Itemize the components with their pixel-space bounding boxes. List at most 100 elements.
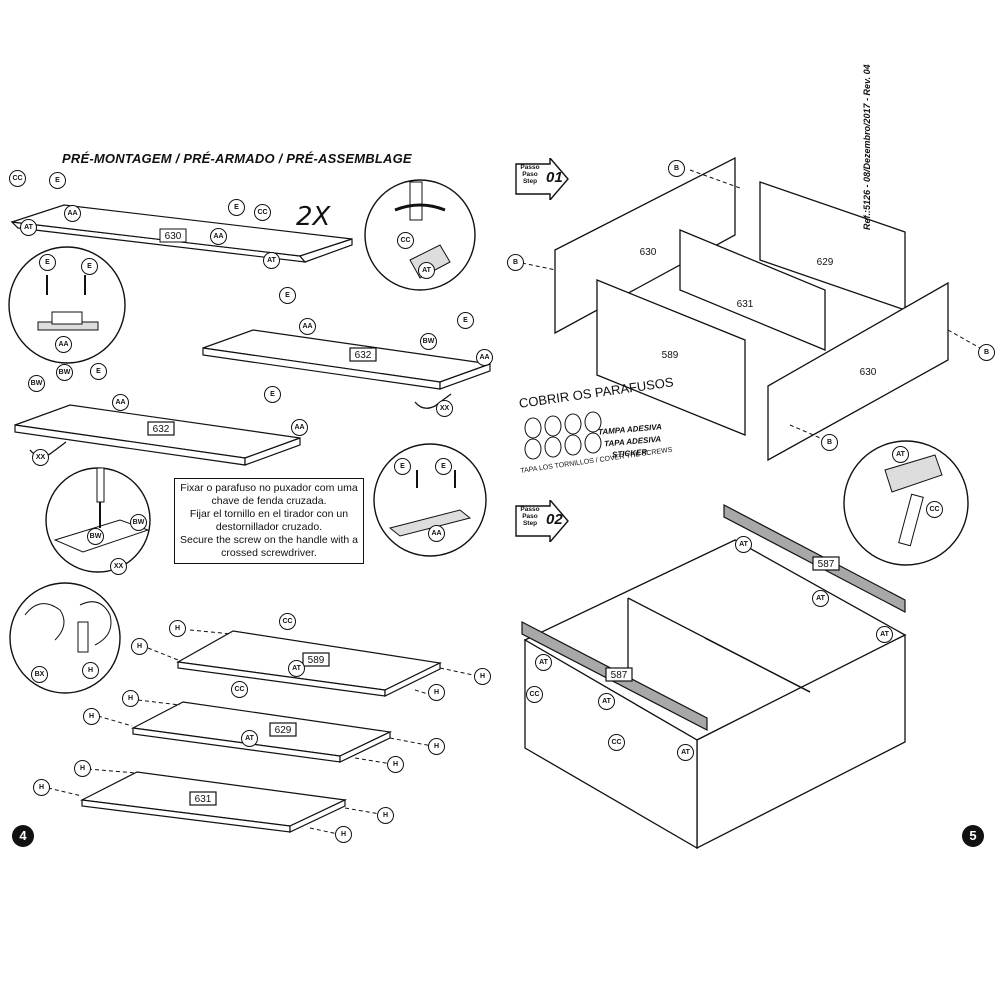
panel-630-left: 630 [10, 204, 353, 263]
panel-632-lower: 632 [14, 404, 301, 466]
hardware-callout-e: E [457, 312, 474, 329]
note-portuguese: Fixar o parafuso no puxador com uma chav… [180, 482, 358, 507]
svg-text:632: 632 [355, 350, 372, 361]
hardware-callout-h: H [428, 738, 445, 755]
svg-text:629: 629 [275, 725, 292, 736]
quantity-multiplier: 2X [296, 202, 331, 232]
step-badge-2: Passo Paso Step 02 [512, 500, 570, 542]
svg-text:630: 630 [860, 367, 877, 378]
rail-587-back: 587 [723, 504, 906, 613]
step-badge-1: Passo Paso Step 01 [512, 158, 570, 200]
hardware-callout-xx: XX [32, 449, 49, 466]
hardware-callout-bw: BW [28, 375, 45, 392]
page-number-left: 4 [12, 825, 34, 847]
hardware-callout-xx: XX [436, 400, 453, 417]
step-2-label-es: Paso [522, 513, 538, 520]
hardware-callout-e: E [279, 287, 296, 304]
hardware-callout-at: AT [241, 730, 258, 747]
detail-circle-hand [9, 582, 121, 694]
hardware-callout-bw: BW [420, 333, 437, 350]
hardware-callout-h: H [169, 620, 186, 637]
hardware-callout-aa: AA [210, 228, 227, 245]
hardware-callout-b: B [507, 254, 524, 271]
detail-circle-cam [843, 440, 969, 566]
step-1-label-es: Paso [522, 171, 538, 178]
hardware-callout-e: E [81, 258, 98, 275]
detail-circle-bracket [8, 246, 126, 364]
svg-text:630: 630 [640, 247, 657, 258]
hardware-callout-at: AT [418, 262, 435, 279]
svg-text:629: 629 [817, 257, 834, 268]
hardware-callout-aa: AA [55, 336, 72, 353]
hardware-callout-bw: BW [130, 514, 147, 531]
hardware-callout-aa: AA [428, 525, 445, 542]
step-1-label-pt: Passo [520, 164, 540, 171]
hardware-callout-h: H [428, 684, 445, 701]
hardware-callout-bw: BW [56, 364, 73, 381]
step-arrow-icon [515, 500, 569, 542]
hardware-callout-aa: AA [112, 394, 129, 411]
hardware-callout-bx: BX [31, 666, 48, 683]
detail-circle-wrench [364, 179, 476, 291]
note-english: Secure the screw on the handle with a cr… [179, 534, 359, 559]
hardware-callout-e: E [435, 458, 452, 475]
step-2-number: 02 [546, 511, 563, 528]
hardware-callout-aa: AA [291, 419, 308, 436]
hardware-callout-h: H [82, 662, 99, 679]
hardware-callout-aa: AA [64, 205, 81, 222]
hardware-callout-h: H [335, 826, 352, 843]
hardware-callout-at: AT [812, 590, 829, 607]
step-arrow-icon [515, 158, 569, 200]
hardware-callout-e: E [394, 458, 411, 475]
hardware-callout-aa: AA [476, 349, 493, 366]
hardware-callout-e: E [228, 199, 245, 216]
svg-text:589: 589 [308, 655, 325, 666]
hardware-callout-e: E [49, 172, 66, 189]
page-number-right: 5 [962, 825, 984, 847]
hardware-callout-h: H [131, 638, 148, 655]
step-2-label-pt: Passo [520, 506, 540, 513]
svg-text:632: 632 [153, 424, 170, 435]
hardware-callout-b: B [978, 344, 995, 361]
hardware-callout-at: AT [598, 693, 615, 710]
hardware-callout-cc: CC [279, 613, 296, 630]
hardware-callout-at: AT [677, 744, 694, 761]
hardware-callout-cc: CC [397, 232, 414, 249]
svg-text:631: 631 [195, 794, 212, 805]
panel-589: 589 [176, 630, 442, 697]
hardware-callout-b: B [668, 160, 685, 177]
step-1-label-en: Step [522, 178, 538, 185]
svg-text:630: 630 [165, 231, 182, 242]
sticker-sheet [524, 411, 602, 460]
pre-assembly-title: PRÉ-MONTAGEM / PRÉ-ARMADO / PRÉ-ASSEMBLA… [62, 151, 412, 166]
hardware-callout-aa: AA [299, 318, 316, 335]
hardware-callout-at: AT [288, 660, 305, 677]
hardware-callout-at: AT [263, 252, 280, 269]
hardware-callout-cc: CC [926, 501, 943, 518]
svg-text:587: 587 [611, 670, 628, 681]
panel-632-upper: 632 [202, 329, 491, 390]
hardware-callout-e: E [90, 363, 107, 380]
instruction-note: Fixar o parafuso no puxador com uma chav… [174, 478, 364, 564]
rail-587-front: 587 [521, 621, 708, 731]
hardware-callout-at: AT [20, 219, 37, 236]
hardware-callout-cc: CC [254, 204, 271, 221]
hardware-callout-bw: BW [87, 528, 104, 545]
step-1-number: 01 [546, 169, 563, 186]
hardware-callout-h: H [74, 760, 91, 777]
hardware-callout-h: H [387, 756, 404, 773]
hardware-callout-cc: CC [608, 734, 625, 751]
step-2-label-en: Step [522, 520, 538, 527]
exploded-assembly-step-1: 630 629 631 589 630 [554, 156, 949, 462]
hardware-callout-h: H [377, 807, 394, 824]
svg-text:589: 589 [662, 350, 679, 361]
hardware-callout-e: E [39, 254, 56, 271]
hardware-callout-h: H [33, 779, 50, 796]
hardware-callout-at: AT [735, 536, 752, 553]
reference-label: Ref.:5126 - 08/Dezembro/2017 - Rev. 04 [862, 64, 872, 230]
hardware-callout-b: B [821, 434, 838, 451]
svg-text:587: 587 [818, 559, 835, 570]
note-spanish: Fijar el tornillo en el tirador con un d… [189, 508, 349, 533]
